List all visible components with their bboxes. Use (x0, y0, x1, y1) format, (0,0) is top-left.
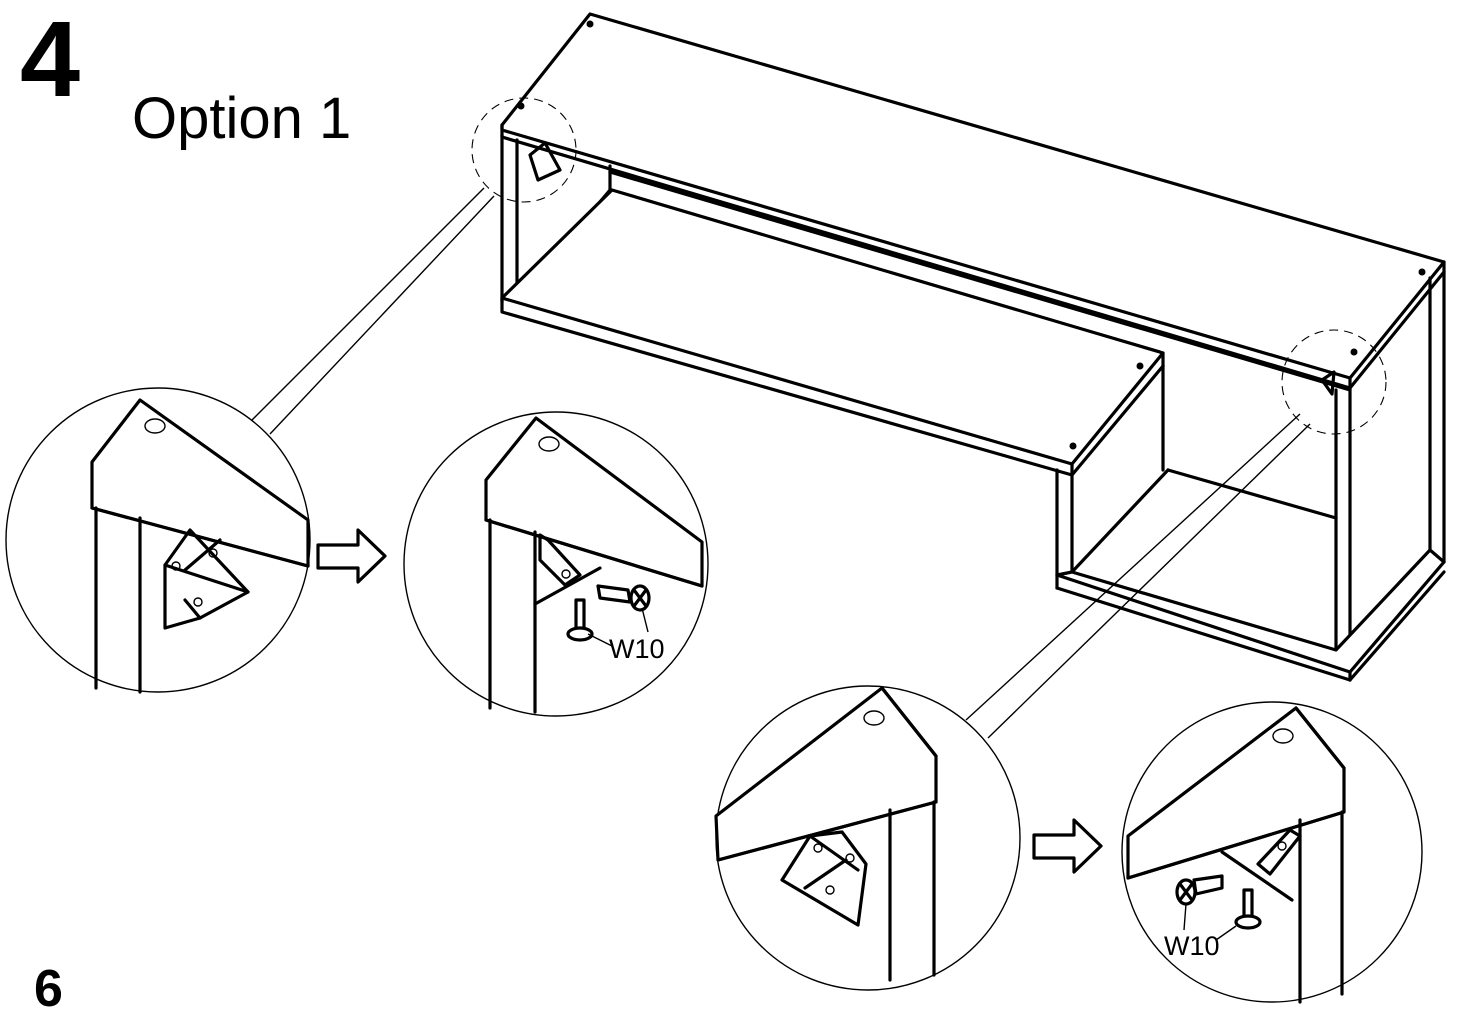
detail-right-before (714, 685, 1021, 991)
arrow-right-icon (316, 528, 387, 584)
part-label-w10: W10 (609, 634, 665, 664)
corner-connector-icon (780, 830, 868, 927)
detail-right-after: W10 (1121, 701, 1423, 1004)
part-label-w10: W10 (1164, 931, 1220, 961)
step-number: 4 (20, 0, 80, 119)
shelf-unit (247, 12, 1446, 739)
corner-connector-icon (1256, 828, 1302, 876)
detail-left-before (5, 387, 311, 694)
screw-icon (596, 584, 651, 612)
screw-icon (1175, 874, 1224, 906)
detail-marker-left (471, 97, 577, 203)
arrow-right-icon (1032, 818, 1103, 874)
page-number: 6 (34, 960, 63, 1009)
corner-connector-icon (538, 533, 582, 587)
option-label: Option 1 (132, 86, 351, 151)
corner-connector-icon (163, 528, 250, 630)
dowel-icon (1234, 888, 1262, 930)
corner-connector-icon (528, 141, 562, 182)
bottom-panel (1055, 548, 1446, 674)
detail-marker-right (1281, 329, 1387, 435)
detail-left-after: W10 (403, 411, 709, 717)
dowel-icon (566, 598, 594, 642)
corner-connector-icon (1320, 370, 1336, 396)
